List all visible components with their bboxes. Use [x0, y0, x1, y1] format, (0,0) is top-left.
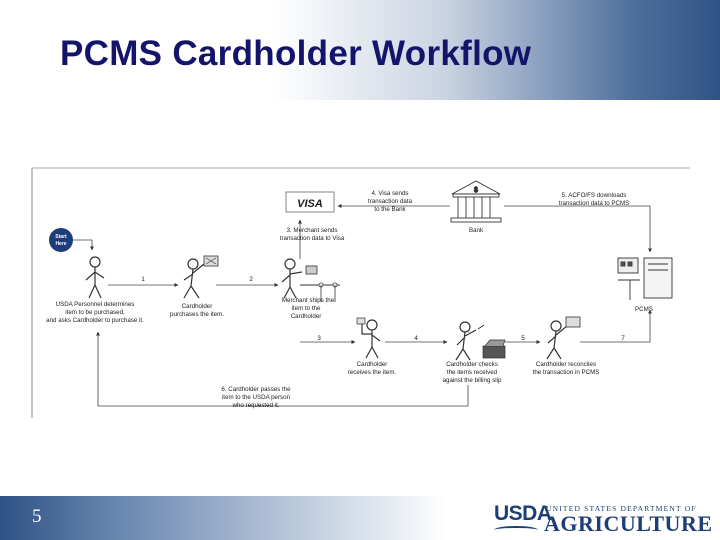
svg-text:item to be purchased,: item to be purchased,	[65, 309, 125, 316]
svg-text:and asks Cardholder to purchas: and asks Cardholder to purchase it.	[46, 317, 144, 324]
visa-sends-label: 4. Visa sends transaction data to the Ba…	[368, 190, 413, 213]
pcms-computer-icon	[617, 257, 673, 300]
svg-text:item to the: item to the	[292, 305, 321, 312]
svg-text:against the billing slip: against the billing slip	[443, 377, 502, 384]
cardholder-checks-figure	[455, 321, 506, 361]
footer-band	[0, 496, 720, 540]
slide-title: PCMS Cardholder Workflow	[60, 34, 532, 73]
title-band	[0, 0, 720, 100]
step-1-number: 1	[141, 276, 145, 283]
svg-text:Cardholder reconciles: Cardholder reconciles	[536, 361, 596, 368]
usda-person-figure	[85, 256, 105, 299]
cardholder-passes-label: 6. Cardholder passes the item to the USD…	[221, 386, 291, 409]
svg-text:who requested it.: who requested it.	[231, 402, 279, 409]
step-7-arrow	[580, 309, 652, 343]
merchant-figure	[281, 258, 340, 302]
merchant-sends-label: 3. Merchant sends transaction data to Vi…	[280, 227, 345, 242]
svg-text:USDA Personnel determines: USDA Personnel determines	[56, 301, 135, 308]
svg-text:Cardholder: Cardholder	[182, 303, 213, 310]
usda-mark: USDA	[494, 502, 552, 528]
usda-department-text: UNITED STATES DEPARTMENT OF	[546, 504, 697, 513]
svg-text:Cardholder: Cardholder	[357, 361, 388, 368]
step-2-number: 2	[249, 276, 253, 283]
svg-text:Cardholder: Cardholder	[291, 313, 322, 320]
svg-text:Merchant ships the: Merchant ships the	[282, 297, 335, 304]
step-4-number: 4	[414, 335, 418, 342]
bank-label: Bank	[469, 227, 484, 234]
svg-text:6. Cardholder passes the: 6. Cardholder passes the	[221, 386, 291, 393]
cardholder-purchase-figure	[183, 255, 219, 299]
svg-text:purchases the item.: purchases the item.	[170, 311, 224, 318]
svg-text:5. ACFO/FS downloads: 5. ACFO/FS downloads	[562, 192, 627, 199]
svg-text:transaction data: transaction data	[368, 198, 413, 205]
merchant-ships-label: Merchant ships the item to the Cardholde…	[282, 297, 335, 320]
svg-text:receives the item.: receives the item.	[348, 369, 397, 376]
cardholder-reconciles-label: Cardholder reconciles the transaction in…	[533, 361, 600, 376]
svg-text:transaction data to PCMS: transaction data to PCMS	[559, 200, 630, 207]
visa-logo: VISA	[297, 198, 323, 210]
svg-text:transaction data to Visa: transaction data to Visa	[280, 235, 345, 242]
acfo-downloads-label: 5. ACFO/FS downloads transaction data to…	[559, 192, 630, 207]
usda-agriculture-text: AGRICULTURE	[544, 511, 713, 536]
svg-text:to the Bank: to the Bank	[374, 206, 406, 213]
cardholder-reconciles-figure	[546, 316, 581, 360]
visa-box: VISA	[285, 191, 335, 213]
start-here-badge: Start Here	[49, 228, 73, 252]
step-6-return-arrow	[96, 331, 469, 407]
cardholder-receives-figure	[356, 317, 381, 359]
svg-text:Start: Start	[55, 234, 67, 240]
cardholder-purchase-label: Cardholder purchases the item.	[170, 303, 224, 318]
svg-text:Here: Here	[55, 241, 66, 247]
step-5-number: 5	[521, 335, 525, 342]
svg-text:$: $	[474, 187, 478, 194]
start-arrow	[73, 239, 94, 251]
pcms-label: PCMS	[635, 306, 653, 313]
bank-building-icon: $	[450, 180, 502, 223]
usda-logo: USDA UNITED STATES DEPARTMENT OF AGRICUL…	[494, 500, 712, 536]
step-7-number: 7	[621, 335, 625, 342]
step-3-number: 3	[317, 335, 321, 342]
svg-text:the items received: the items received	[447, 369, 498, 376]
svg-text:item to the USDA person: item to the USDA person	[222, 394, 291, 401]
page-number: 5	[32, 506, 42, 527]
usda-person-label: USDA Personnel determines item to be pur…	[46, 301, 144, 324]
cardholder-checks-label: Cardholder checks the items received aga…	[443, 361, 502, 384]
svg-text:4. Visa sends: 4. Visa sends	[371, 190, 408, 197]
svg-text:Cardholder checks: Cardholder checks	[446, 361, 498, 368]
svg-text:3. Merchant sends: 3. Merchant sends	[287, 227, 338, 234]
cardholder-receives-label: Cardholder receives the item.	[348, 361, 397, 376]
bank-to-pcms-arrow	[504, 205, 652, 253]
svg-text:the transaction in PCMS: the transaction in PCMS	[533, 369, 600, 376]
